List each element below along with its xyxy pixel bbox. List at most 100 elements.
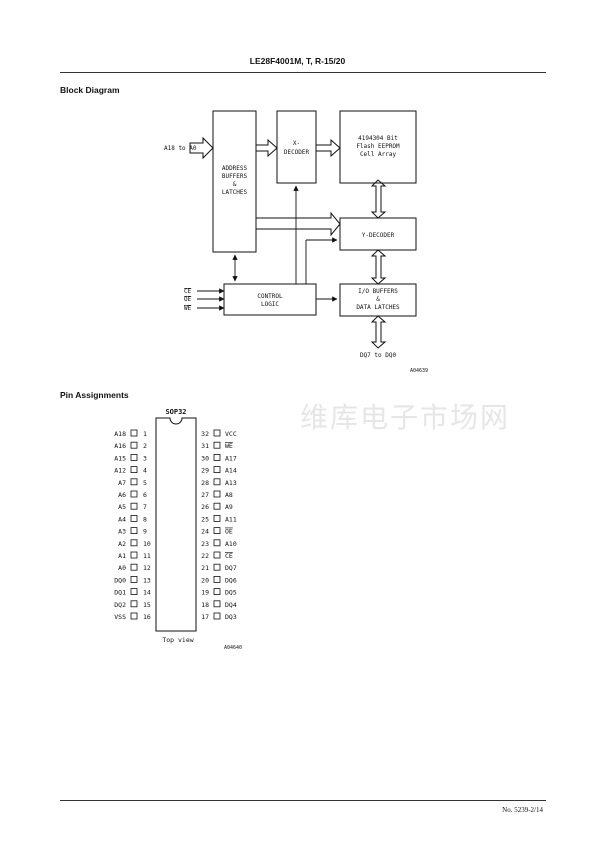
pin-pad <box>130 454 138 461</box>
pin-pad <box>130 490 138 498</box>
pin-name: A1 <box>118 552 126 560</box>
pin-pad <box>130 502 138 510</box>
pin-number: 19 <box>201 589 209 597</box>
pin-pad <box>130 600 138 608</box>
pin-number: 21 <box>201 564 209 572</box>
cell-array-block <box>339 110 417 184</box>
pin-name: DQ2 <box>114 601 126 609</box>
pin-number: 6 <box>143 491 147 499</box>
pin-name: VCC <box>225 430 237 438</box>
pin-number: 17 <box>201 613 209 621</box>
address-block-line3: & <box>233 181 237 188</box>
pin-name: DQ7 <box>225 564 237 572</box>
pin-name: DQ1 <box>114 589 126 597</box>
oe-signal-label: OE <box>184 296 192 303</box>
pin-name: A12 <box>114 467 126 475</box>
pin-name: A4 <box>118 515 126 523</box>
pin-number: 28 <box>201 479 209 487</box>
footer-rule <box>60 800 546 801</box>
pin-name: A7 <box>118 479 126 487</box>
pin-number: 32 <box>201 430 209 438</box>
pin-number: 12 <box>143 564 151 572</box>
pin-number: 23 <box>201 540 209 548</box>
pin-pad <box>213 563 221 571</box>
pin-number: 1 <box>143 430 147 438</box>
pin-name: OE <box>225 528 233 536</box>
addr-to-xdec-arrow <box>255 138 278 158</box>
pin-name: VSS <box>114 613 126 621</box>
pin-name: A8 <box>225 491 233 499</box>
pin-name: A13 <box>225 479 237 487</box>
array-line2: Flash EEPROM <box>356 143 400 150</box>
header-rule <box>60 72 546 73</box>
pin-name: DQ4 <box>225 601 237 609</box>
io-dq-arrow <box>370 315 387 349</box>
address-buffers-block <box>212 110 257 253</box>
top-view-caption: Top view <box>162 636 193 644</box>
pin-number: 26 <box>201 503 209 511</box>
xdec-to-array-arrow <box>315 138 341 158</box>
pin-number: 4 <box>143 467 147 475</box>
pin-name: A10 <box>225 540 237 548</box>
pin-pad <box>130 588 138 596</box>
pin-name: A2 <box>118 540 126 548</box>
pin-pad <box>213 429 221 437</box>
pin-number: 27 <box>201 491 209 499</box>
pin-pad <box>213 515 221 522</box>
chip-body <box>155 417 197 632</box>
pin-number: 25 <box>201 515 209 523</box>
pin-number: 31 <box>201 442 209 450</box>
array-line1: 4194304 Bit <box>358 135 398 142</box>
control-line1: CONTROL <box>257 293 283 300</box>
pin-name: DQ5 <box>225 589 237 597</box>
address-input-label: A18 to A0 <box>164 145 197 152</box>
pin-pad <box>130 441 138 449</box>
pin-number: 11 <box>143 552 151 560</box>
y-decoder-label: Y-DECODER <box>362 232 395 239</box>
data-out-label: DQ7 to DQ0 <box>360 352 397 359</box>
pin-pad <box>130 551 138 559</box>
pin-pad <box>130 612 138 620</box>
pin-number: 15 <box>143 601 151 609</box>
pin-pad <box>213 466 221 473</box>
pin-name: DQ0 <box>114 576 126 584</box>
io-line2: & <box>376 296 380 303</box>
pin-number: 24 <box>201 528 209 536</box>
pin-pad <box>213 612 221 620</box>
pin-name: A14 <box>225 467 237 475</box>
pin-name: A15 <box>114 454 126 462</box>
address-block-line2: BUFFERS <box>222 173 248 180</box>
pin-pad <box>213 490 221 498</box>
pin-number: 16 <box>143 613 151 621</box>
pin-pad <box>213 454 221 461</box>
package-label: SOP32 <box>165 408 186 416</box>
io-line3: DATA LATCHES <box>356 304 400 311</box>
addr-to-ydec-arrow <box>255 211 341 237</box>
address-block-line4: LATCHES <box>222 189 248 196</box>
page-header-title: LE28F4001M, T, R-15/20 <box>249 56 346 66</box>
pin-name: A11 <box>225 515 237 523</box>
pin-number: 2 <box>143 442 147 450</box>
pinout-ref: A04640 <box>224 645 242 651</box>
pin-number: 5 <box>143 479 147 487</box>
pin-name: A5 <box>118 503 126 511</box>
pin-number: 3 <box>143 454 147 462</box>
control-line2: LOGIC <box>261 301 279 308</box>
pin-name: A16 <box>114 442 126 450</box>
pin-pad <box>213 441 221 449</box>
pin-pad <box>130 466 138 473</box>
ydec-io-arrow <box>370 249 387 285</box>
block-diagram-ref: A04639 <box>410 368 428 374</box>
pin-number: 9 <box>143 528 147 536</box>
pin-name: WE <box>225 442 233 450</box>
pin-name: DQ6 <box>225 576 237 584</box>
pin-name: DQ3 <box>225 613 237 621</box>
pin-pad <box>130 539 138 547</box>
pin-number: 18 <box>201 601 209 609</box>
pin-pad <box>213 527 221 534</box>
block-diagram: A18 to A0 ADDRESS BUFFERS & LATCHES X- D… <box>164 110 428 374</box>
address-block-line1: ADDRESS <box>222 165 248 172</box>
pin-name: A3 <box>118 528 126 536</box>
pin-pad <box>213 600 221 608</box>
